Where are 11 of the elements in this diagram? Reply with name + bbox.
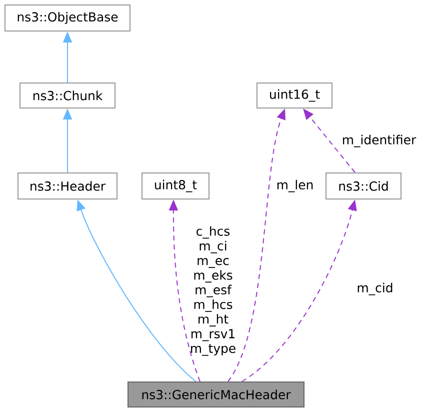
class-box: ns3::Chunk: [20, 82, 116, 108]
edge-label: m_cid: [358, 282, 392, 296]
edge-label: m_len: [277, 180, 313, 192]
class-box: ns3::Header: [18, 172, 118, 200]
class-box: ns3::ObjectBase: [4, 4, 130, 32]
edge-label: m_identifier: [343, 134, 416, 148]
class-box: ns3::GenericMacHeader: [128, 382, 304, 408]
class-box: ns3::Cid: [326, 172, 402, 200]
edge-label: c_hcs m_ci m_ec m_eks m_esf m_hcs m_ht m_rsv1 m_type: [191, 226, 236, 356]
class-box: uint8_t: [142, 172, 210, 200]
class-box: uint16_t: [256, 82, 332, 108]
